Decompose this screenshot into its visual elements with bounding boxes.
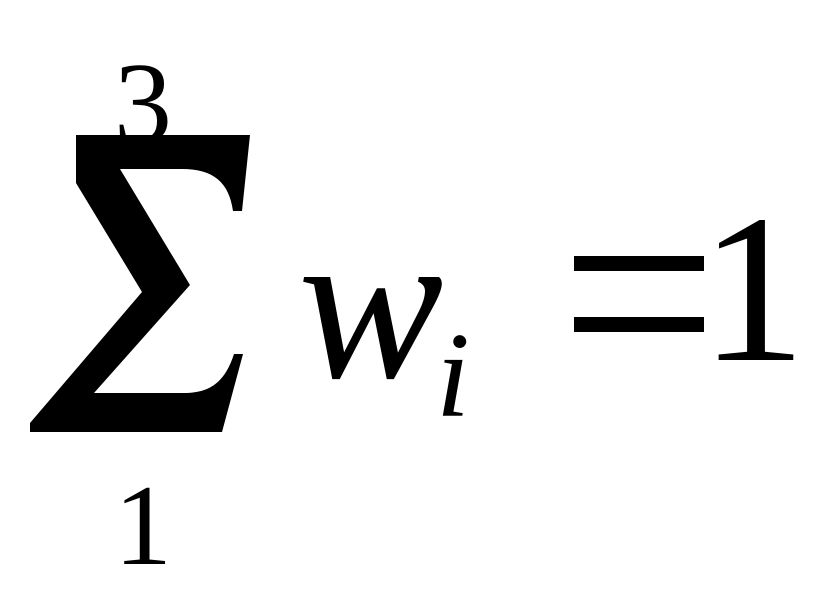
equals-icon	[574, 256, 704, 332]
summation-lower-limit: 1	[114, 462, 172, 590]
summand-subscript: i	[436, 308, 470, 443]
rhs-value: 1	[700, 171, 806, 406]
summand-variable: w	[298, 184, 444, 425]
summation-icon	[30, 135, 255, 432]
